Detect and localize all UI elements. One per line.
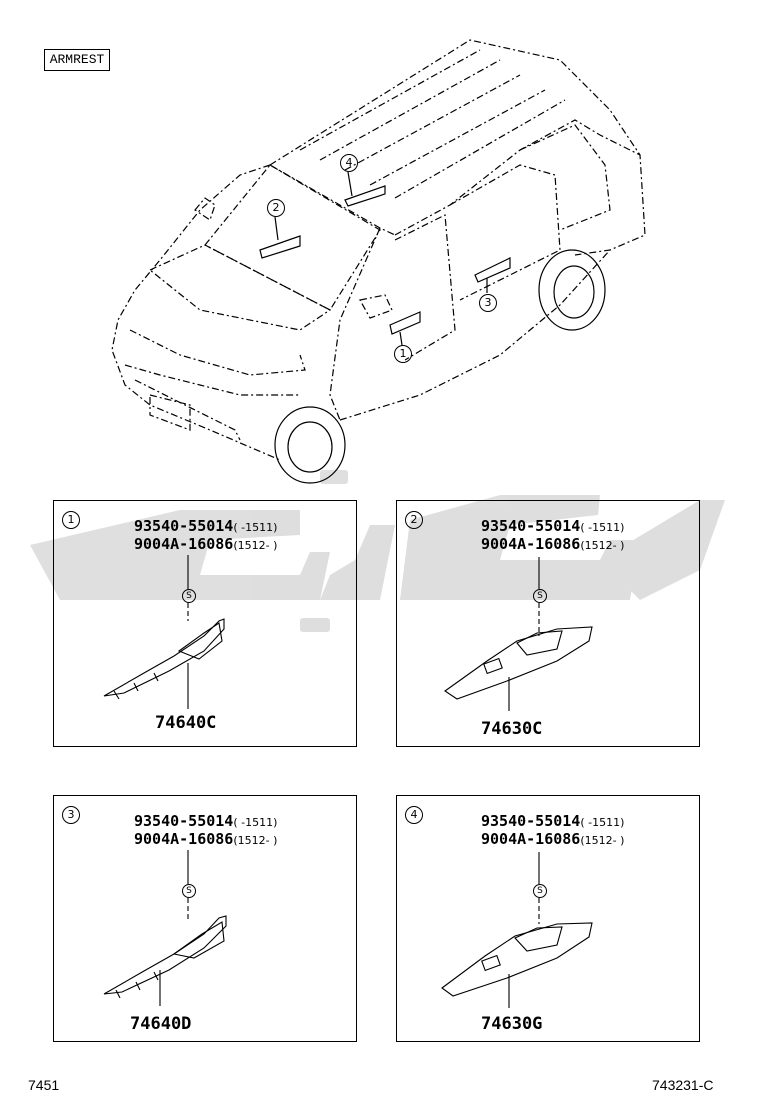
screw-symbol: S: [533, 589, 547, 603]
callout-4: 4: [340, 154, 358, 172]
screw-symbol: S: [533, 884, 547, 898]
part-number-b: 9004A-16086(1512- ): [481, 535, 624, 555]
date-range: ( -1511): [580, 521, 625, 534]
part-number-b: 9004A-16086(1512- ): [134, 830, 277, 850]
panel-index: 1: [62, 511, 80, 529]
screw-symbol: S: [182, 884, 196, 898]
part-number: 9004A-16086: [134, 535, 234, 553]
footer-right-code: 743231-C: [652, 1077, 714, 1093]
callout-3: 3: [479, 294, 497, 312]
callout-1: 1: [394, 345, 412, 363]
screw-symbol: S: [182, 589, 196, 603]
panel-index: 3: [62, 806, 80, 824]
part-number-b: 9004A-16086(1512- ): [134, 535, 277, 555]
assembly-number: 74640D: [130, 1014, 192, 1034]
part-number-a: 93540-55014( -1511): [134, 517, 277, 537]
part-number: 93540-55014: [134, 517, 234, 535]
date-range: (1512- ): [580, 539, 625, 552]
armrest-part-74640d: [103, 850, 227, 1006]
date-range: ( -1511): [233, 521, 278, 534]
footer-left-code: 7451: [28, 1077, 60, 1093]
part-number-a: 93540-55014( -1511): [134, 812, 277, 832]
panel-2: 2 93540-55014( -1511) 9004A-16086(1512- …: [396, 500, 700, 747]
date-range: ( -1511): [580, 816, 625, 829]
assembly-number: 74630C: [481, 719, 543, 739]
part-number: 93540-55014: [481, 812, 581, 830]
part-number: 9004A-16086: [481, 830, 581, 848]
callout-2: 2: [267, 199, 285, 217]
date-range: ( -1511): [233, 816, 278, 829]
section-label: ARMREST: [44, 49, 110, 71]
panel-3: 3 93540-55014( -1511) 9004A-16086(1512- …: [53, 795, 357, 1042]
date-range: (1512- ): [580, 834, 625, 847]
armrest-part-74630c: [444, 557, 593, 711]
panel-index: 4: [405, 806, 423, 824]
part-number: 9004A-16086: [481, 535, 581, 553]
panel-index: 2: [405, 511, 423, 529]
panel-4: 4 93540-55014( -1511) 9004A-16086(1512- …: [396, 795, 700, 1042]
part-number: 9004A-16086: [134, 830, 234, 848]
assembly-number: 74630G: [481, 1014, 543, 1034]
date-range: (1512- ): [233, 539, 278, 552]
part-number-a: 93540-55014( -1511): [481, 517, 624, 537]
part-number: 93540-55014: [134, 812, 234, 830]
part-number-b: 9004A-16086(1512- ): [481, 830, 624, 850]
panel-1: 1 93540-55014( -1511) 9004A-16086(1512- …: [53, 500, 357, 747]
part-number-a: 93540-55014( -1511): [481, 812, 624, 832]
armrest-part-74630g: [441, 852, 593, 1008]
vehicle-overview: [111, 39, 646, 484]
part-number: 93540-55014: [481, 517, 581, 535]
assembly-number: 74640C: [155, 713, 217, 733]
armrest-part-74640c: [103, 555, 225, 709]
date-range: (1512- ): [233, 834, 278, 847]
